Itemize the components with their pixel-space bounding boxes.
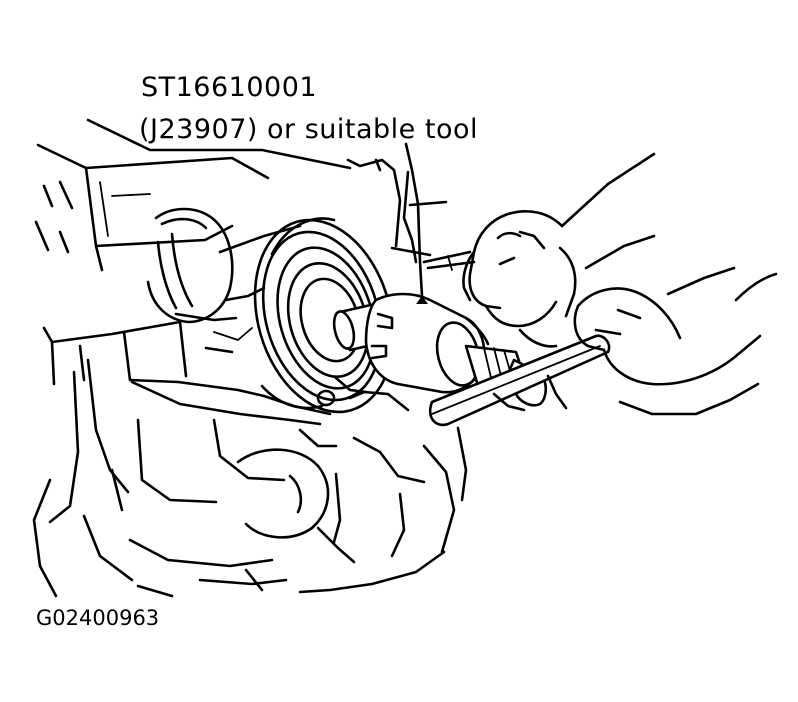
engine-block-upper [34, 118, 476, 272]
figure-id: G02400963 [36, 606, 160, 630]
engine-block-front [42, 320, 410, 524]
tool-part-number: ST16610001 [141, 72, 318, 103]
starter-motor [146, 207, 302, 354]
pilot-bushing-puller-tool [332, 292, 611, 427]
transmission-bell-housing [32, 426, 468, 598]
tool-alternate-reference: (J23907) or suitable tool [139, 114, 478, 145]
right-hand [492, 266, 778, 416]
left-hand [462, 152, 656, 348]
callout-leader [404, 142, 428, 304]
